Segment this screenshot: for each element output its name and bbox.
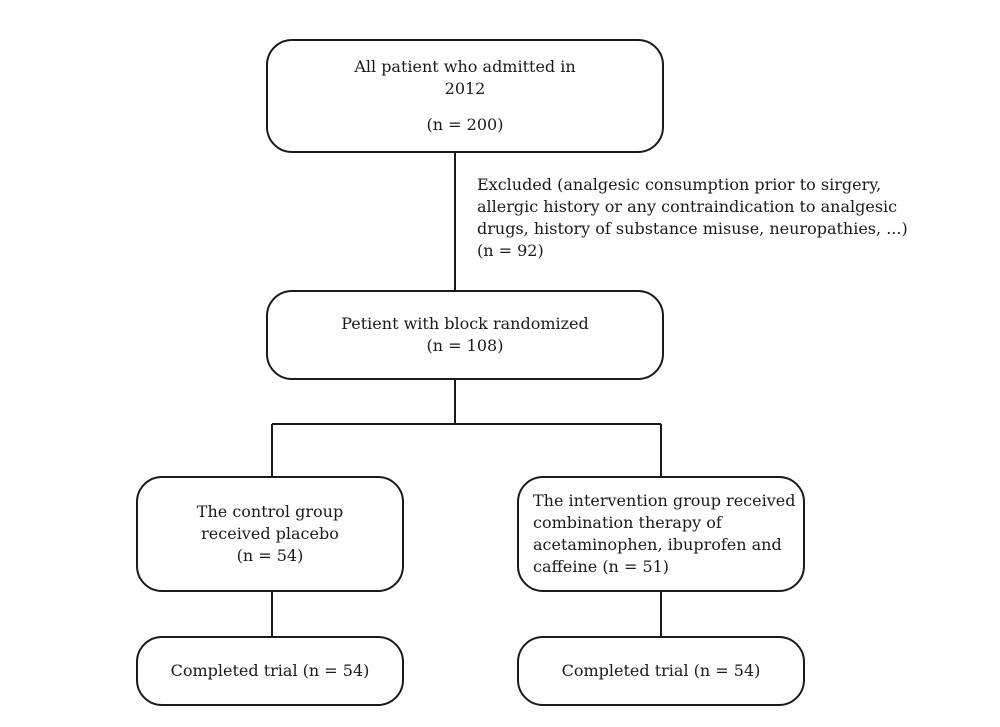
excluded-line-2: allergic history or any contraindication… — [477, 197, 898, 216]
control-line-1: The control group — [196, 502, 344, 521]
intervention-group-box: The intervention group received combinat… — [517, 476, 805, 592]
intervention-line-3: acetaminophen, ibuprofen and — [533, 535, 782, 554]
admitted-line-2: 2012 — [444, 79, 486, 98]
completed-control-box: Completed trial (n = 54) — [136, 636, 404, 706]
randomized-count: (n = 108) — [426, 336, 504, 355]
excluded-note: Excluded (analgesic consumption prior to… — [477, 174, 908, 262]
admitted-count: (n = 200) — [426, 115, 504, 134]
excluded-line-3: drugs, history of substance misuse, neur… — [477, 219, 908, 238]
excluded-line-1: Excluded (analgesic consumption prior to… — [477, 175, 882, 194]
intervention-line-1: The intervention group received — [533, 491, 796, 510]
excluded-count: (n = 92) — [477, 241, 544, 260]
intervention-line-4: caffeine (n = 51) — [533, 557, 670, 576]
randomized-line-1: Petient with block randomized — [341, 314, 589, 333]
control-line-2: received placebo — [201, 524, 339, 543]
completed-intervention-box: Completed trial (n = 54) — [517, 636, 805, 706]
intervention-line-2: combination therapy of — [533, 513, 722, 532]
control-group-box: The control group received placebo (n = … — [136, 476, 404, 592]
admitted-line-1: All patient who admitted in — [354, 57, 576, 76]
admitted-box: All patient who admitted in 2012 (n = 20… — [266, 39, 664, 153]
completed-intervention-label: Completed trial (n = 54) — [561, 661, 761, 680]
randomized-box: Petient with block randomized (n = 108) — [266, 290, 664, 380]
control-count: (n = 54) — [236, 546, 304, 565]
completed-control-label: Completed trial (n = 54) — [170, 661, 370, 680]
